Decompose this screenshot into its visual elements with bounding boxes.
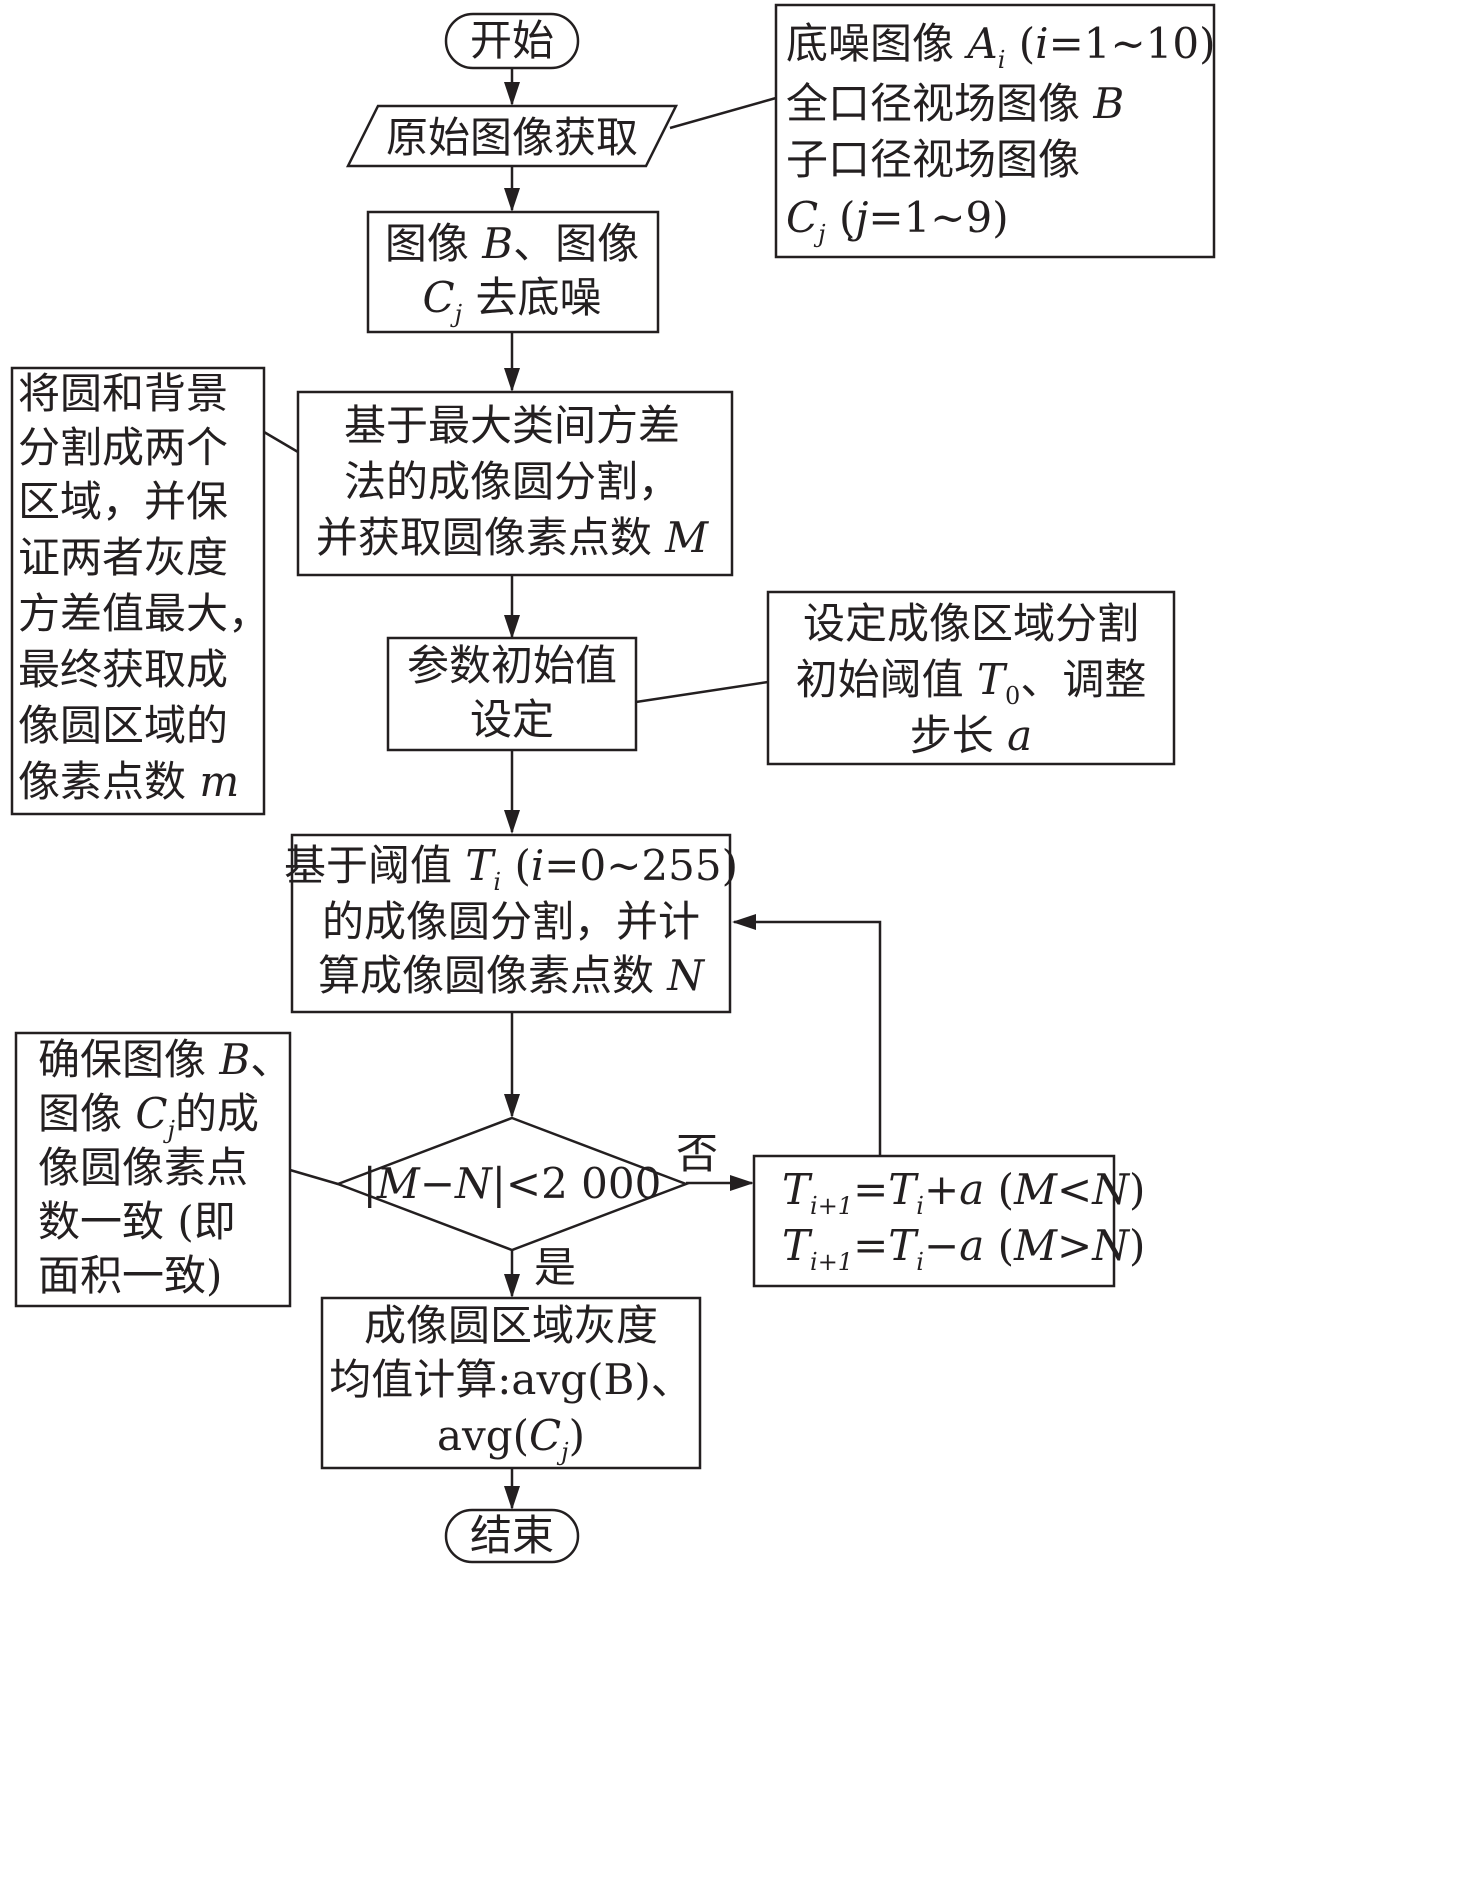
end-terminal: 结束 — [444, 1508, 580, 1564]
mean-line1: 成像圆区域灰度 — [364, 1301, 658, 1350]
otsu-note-line6: 最终获取成 — [18, 645, 228, 694]
init-note-line1: 设定成像区域分割 — [803, 599, 1139, 648]
decision-note-line1: 确保图像 B、 — [38, 1035, 292, 1084]
denoise-line2: Cj 去底噪 — [423, 273, 602, 328]
connectors — [263, 68, 882, 1510]
note-link-init — [635, 680, 769, 704]
start-label: 开始 — [470, 16, 554, 65]
acquire-step: 原始图像获取 — [345, 104, 679, 168]
threshold-line3: 算成像圆像素点数 N — [318, 951, 705, 1000]
acquire-note-line3: 子口径视场图像 — [786, 135, 1080, 184]
mean-line3: avg(Cj) — [437, 1411, 585, 1466]
update-line2: Ti+1=Ti−a (M>N) — [782, 1221, 1145, 1276]
init-note: 设定成像区域分割 初始阈值 T0、调整 步长 a — [766, 590, 1176, 766]
threshold-line2: 的成像圆分割，并计 — [322, 897, 700, 946]
otsu-note-line8: 像素点数 m — [18, 757, 239, 806]
acquire-note-line4: Cj (j=1~9) — [786, 193, 1009, 248]
update-step: Ti+1=Ti+a (M<N) Ti+1=Ti−a (M>N) — [752, 1154, 1145, 1288]
arrow-update-loop-back — [732, 914, 882, 1155]
otsu-line3: 并获取圆像素点数 M — [316, 513, 709, 562]
otsu-step: 基于最大类间方差 法的成像圆分割， 并获取圆像素点数 M — [296, 390, 734, 577]
decision-diamond: |M−N|<2 000 — [334, 1116, 690, 1252]
threshold-step: 基于阈值 Ti (i=0~255) 的成像圆分割，并计 算成像圆像素点数 N — [284, 833, 738, 1014]
decision-note-line4: 数一致 (即 — [38, 1197, 236, 1246]
otsu-note-line3: 区域，并保 — [18, 477, 228, 526]
otsu-note-line4: 证两者灰度 — [18, 533, 228, 582]
acquire-label: 原始图像获取 — [386, 113, 638, 162]
decision-label: |M−N|<2 000 — [363, 1159, 662, 1208]
init-line2: 设定 — [470, 695, 554, 744]
decision-note-line3: 像圆像素点 — [38, 1143, 248, 1192]
init-note-line3: 步长 a — [910, 711, 1032, 760]
update-line1: Ti+1=Ti+a (M<N) — [782, 1165, 1145, 1220]
otsu-note: 将圆和背景 分割成两个 区域，并保 证两者灰度 方差值最大， 最终获取成 像圆区… — [10, 366, 270, 816]
init-step: 参数初始值 设定 — [386, 636, 638, 752]
note-link-otsu — [263, 430, 299, 454]
note-link-decision — [289, 1168, 339, 1186]
decision-note: 确保图像 B、 图像 Cj的成 像圆像素点 数一致 (即 面积一致) — [14, 1031, 292, 1308]
otsu-line1: 基于最大类间方差 — [344, 401, 680, 450]
otsu-note-line1: 将圆和背景 — [18, 369, 228, 418]
otsu-line2: 法的成像圆分割， — [344, 457, 680, 506]
denoise-step: 图像 B、图像 Cj 去底噪 — [366, 210, 660, 334]
threshold-line1: 基于阈值 Ti (i=0~255) — [284, 841, 738, 896]
acquire-note-line1: 底噪图像 Ai (i=1~10) — [786, 19, 1216, 74]
denoise-line1: 图像 B、图像 — [385, 219, 639, 268]
end-label: 结束 — [470, 1511, 554, 1560]
yes-branch-label: 是 — [534, 1243, 576, 1292]
acquire-note-line2: 全口径视场图像 B — [786, 79, 1124, 128]
acquire-note: 底噪图像 Ai (i=1~10) 全口径视场图像 B 子口径视场图像 Cj (j… — [774, 3, 1216, 259]
mean-step: 成像圆区域灰度 均值计算:avg(B)、 avg(Cj) — [320, 1296, 702, 1470]
start-terminal: 开始 — [444, 12, 580, 70]
decision-note-line2: 图像 Cj的成 — [38, 1089, 259, 1144]
otsu-note-line2: 分割成两个 — [18, 423, 228, 472]
otsu-note-line7: 像圆区域的 — [18, 701, 228, 750]
init-line1: 参数初始值 — [407, 641, 617, 690]
init-note-line2: 初始阈值 T0、调整 — [796, 655, 1147, 710]
no-branch-label: 否 — [676, 1129, 718, 1178]
otsu-note-line5: 方差值最大， — [18, 589, 270, 638]
decision-note-line5: 面积一致) — [38, 1251, 222, 1300]
note-link-acquire — [669, 96, 777, 130]
mean-line2: 均值计算:avg(B)、 — [329, 1355, 692, 1404]
flowchart: 开始 原始图像获取 底噪图像 Ai (i=1~10) 全口径视场图像 B 子口径… — [10, 3, 1216, 1564]
